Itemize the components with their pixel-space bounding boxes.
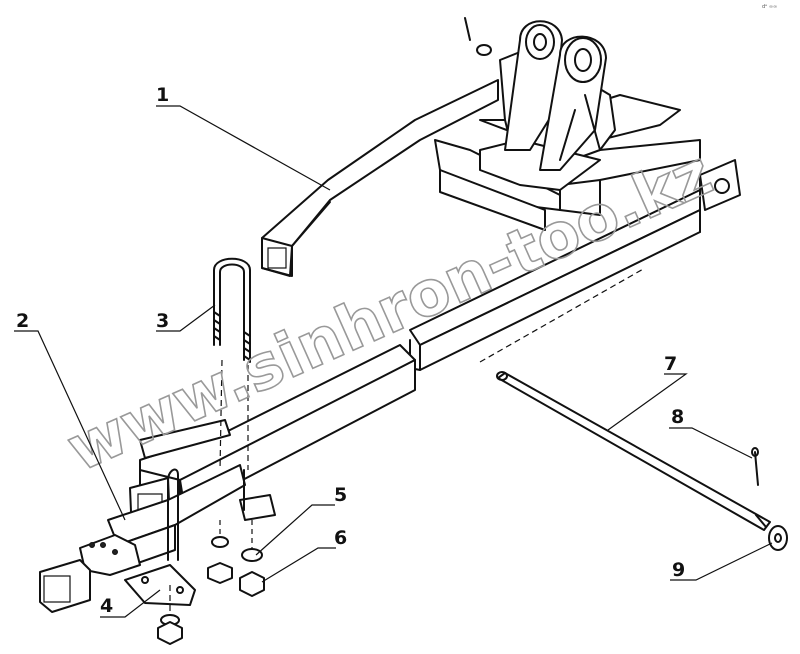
callout-labels: 1 2 3 4 5 6 7 8 9	[16, 84, 685, 617]
callout-2: 2	[16, 310, 29, 332]
part-9-washer	[768, 525, 788, 551]
callout-9: 9	[672, 559, 685, 581]
callout-1: 1	[156, 84, 169, 106]
part-7-rod	[496, 371, 771, 531]
leader-lines	[14, 105, 773, 618]
part-2-drawbar	[39, 344, 416, 613]
callout-6: 6	[334, 527, 347, 549]
callout-8: 8	[671, 406, 684, 428]
alignment-lines	[169, 267, 646, 612]
corner-note: dᵉ ∞∞	[762, 4, 777, 10]
part-3-u-bolt	[167, 257, 251, 561]
part-8-pin	[751, 447, 759, 486]
part-4-clamp-plate	[124, 564, 196, 606]
part-1-frame	[261, 17, 741, 371]
washers-and-nuts	[157, 536, 265, 645]
callout-5: 5	[334, 484, 347, 506]
callout-7: 7	[664, 353, 677, 375]
callout-3: 3	[156, 310, 169, 332]
callout-4: 4	[100, 595, 113, 617]
